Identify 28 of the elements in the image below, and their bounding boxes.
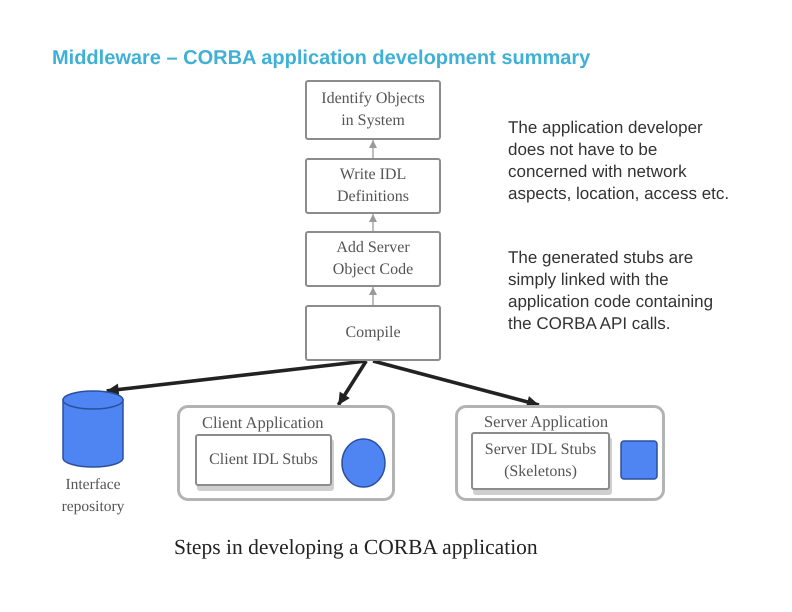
box-label: Server IDL Stubs (Skeletons) (484, 440, 598, 482)
arrow (369, 140, 377, 158)
circle-shape (341, 438, 386, 488)
group-heading: Server Application (484, 412, 608, 432)
shape-caption: Interface repository (60, 475, 126, 517)
box-label: Compile (344, 323, 402, 343)
process-box (305, 80, 441, 140)
figure-caption: Steps in developing a CORBA application (174, 535, 538, 560)
database-cylinder (62, 390, 124, 468)
note-text: The application developer does not have to be concerned with network aspects, location, access etc. (508, 117, 730, 205)
slide-title: Middleware – CORBA application development summary (52, 47, 590, 70)
process-box (305, 158, 441, 214)
process-box (305, 231, 441, 287)
group-box (455, 405, 665, 501)
arrow (369, 287, 377, 305)
box-label: Add Server Object Code (332, 238, 414, 280)
note-text: The generated stubs are simply linked with the application code containing the CORBA API calls. (508, 247, 714, 335)
process-box (305, 305, 441, 361)
arrow (369, 214, 377, 231)
box-label: Identify Objects in System (320, 89, 426, 131)
group-heading: Client Application (202, 413, 324, 433)
box-label: Write IDL Definitions (336, 165, 410, 207)
arrow (372, 359, 540, 408)
box-label: Client IDL Stubs (208, 450, 319, 470)
square-shape (620, 440, 658, 480)
arrow (106, 359, 366, 396)
group-box (177, 405, 395, 501)
arrow (336, 360, 368, 406)
